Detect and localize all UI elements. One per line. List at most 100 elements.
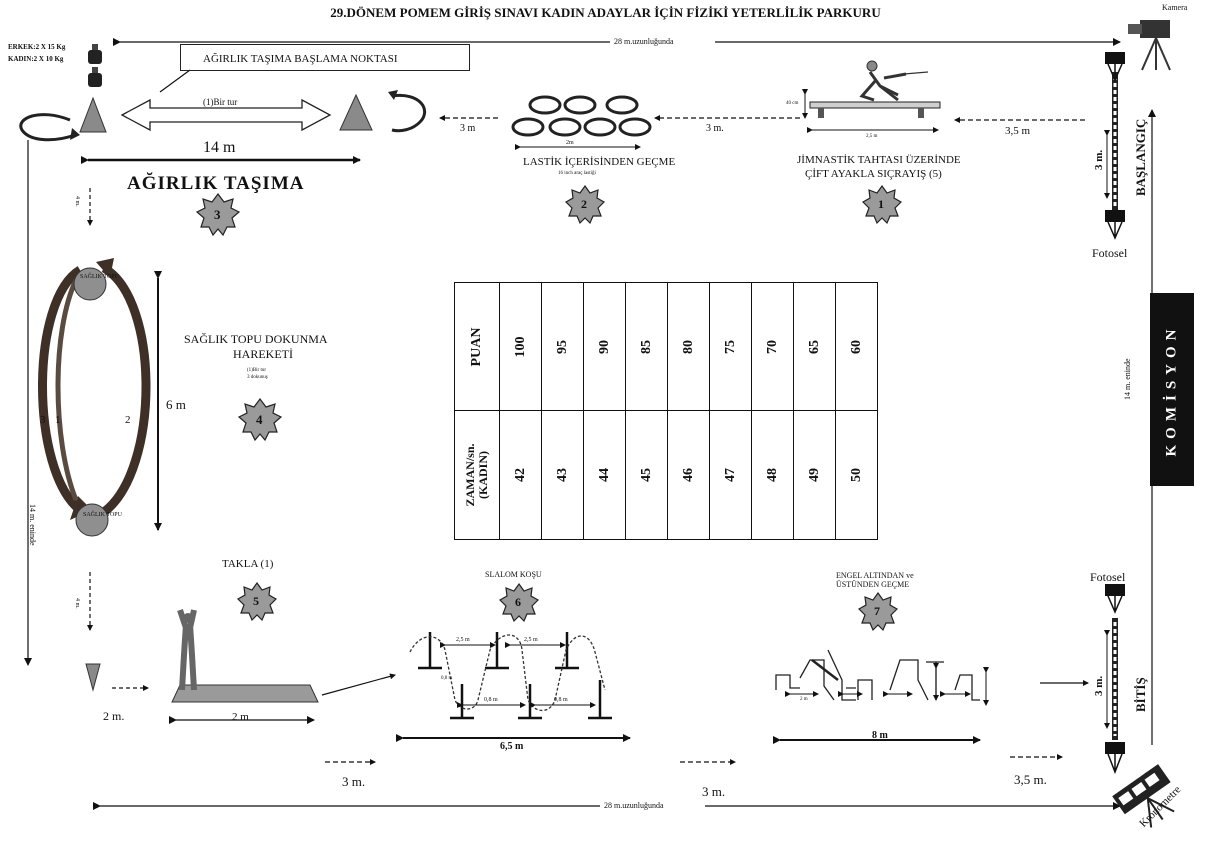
weights-icon <box>88 44 102 87</box>
ball-distance-label: 6 m <box>166 397 186 412</box>
tires-icon <box>511 95 652 137</box>
slalom-path <box>409 634 606 712</box>
station-4-label-line2: HAREKETİ <box>233 347 293 361</box>
start-zone-label: 3 m. <box>1093 149 1105 170</box>
station-badges <box>195 184 902 632</box>
camera-label: Kamera <box>1162 3 1188 12</box>
gap-4m-label: 4 m. <box>74 196 80 207</box>
times-header-cell: ZAMAN/sn. (KADIN) <box>454 410 500 540</box>
gap-2m-label: 2 m. <box>103 709 125 723</box>
time-value: 49 <box>806 468 822 482</box>
start-label: BAŞLANGIÇ <box>1133 118 1148 196</box>
points-value: 90 <box>596 339 612 354</box>
points-cell: 90 <box>583 282 626 411</box>
score-row-points: PUAN 100 95 90 85 80 75 70 65 60 <box>454 282 878 411</box>
mat-label: 2 m <box>232 711 249 723</box>
slalom-width-label: 6,5 m <box>500 741 524 752</box>
points-header: PUAN <box>469 327 484 366</box>
ball-bottom-label: SAĞLIK TOPU <box>83 512 122 518</box>
time-cell: 44 <box>583 410 626 540</box>
points-value: 100 <box>512 336 528 357</box>
time-value: 42 <box>512 468 528 482</box>
station-4-sub1: (1)Bir tur <box>247 368 267 373</box>
station-badge-7 <box>858 591 898 632</box>
station-2-label: LASTİK İÇERİSİNDEN GEÇME <box>523 156 676 168</box>
points-cell: 80 <box>667 282 710 411</box>
bottom-3m-b: 3 m. <box>702 784 726 799</box>
points-value: 95 <box>554 339 570 354</box>
camera-icon <box>1128 20 1171 71</box>
hurdle-gap-label: 2 m <box>800 697 808 702</box>
start-point-box: AĞIRLIK TAŞIMA BAŞLAMA NOKTASI <box>180 44 470 71</box>
times-header-line2: (KADIN) <box>476 451 490 500</box>
chronometer-icon <box>1112 764 1175 828</box>
slalom-25b-label: 2,5 m <box>524 637 538 643</box>
station-2-number: 2 <box>581 197 587 211</box>
station-badge-4 <box>237 398 283 442</box>
ball-top-label: SAĞLIK TOPU <box>80 274 119 280</box>
station-7-number: 7 <box>874 604 880 618</box>
one-lap-label: (1)Bir tur <box>203 97 238 107</box>
time-value: 47 <box>722 468 738 482</box>
station-2-sub: 16 inch araç lastiği <box>558 171 596 176</box>
ball-circuit <box>38 258 151 537</box>
fotosel-top-label: Fotosel <box>1092 246 1128 260</box>
points-cell: 85 <box>625 282 668 411</box>
points-value: 85 <box>638 339 654 354</box>
mat-icon <box>171 609 319 703</box>
bottom-length-label: 28 m.uzunluğunda <box>604 801 664 810</box>
hurdles-width-label: 8 m <box>872 730 888 741</box>
finish-zone <box>1104 618 1118 740</box>
station-badge-1 <box>862 184 902 225</box>
start-zone <box>1104 72 1118 210</box>
board-length-label: 2,5 m <box>866 134 878 139</box>
points-cell: 95 <box>541 282 584 411</box>
slalom-seg-label-b: 0,8 m <box>554 697 568 703</box>
time-cell: 50 <box>835 410 878 540</box>
station-3-number: 3 <box>214 207 221 222</box>
finish-zone-label: 3 m. <box>1093 675 1105 696</box>
station-7-label-line2: ÜSTÜNDEN GEÇME <box>836 580 910 589</box>
points-value: 60 <box>848 339 864 354</box>
health-ball-top <box>73 267 107 301</box>
station-badge-3 <box>195 193 241 237</box>
turn-arrow-right <box>391 93 427 133</box>
points-value: 70 <box>764 339 780 354</box>
station-badge-6 <box>499 582 539 623</box>
points-header-cell: PUAN <box>454 282 500 411</box>
points-cell: 65 <box>793 282 836 411</box>
right-side-label: 14 m. eninde <box>1123 358 1132 400</box>
time-value: 44 <box>596 468 612 482</box>
cone-right <box>339 93 373 131</box>
commission-panel: KOMİSYON <box>1150 293 1194 486</box>
points-cell: 75 <box>709 282 752 411</box>
slalom-seg-label: 0,8 m <box>484 697 498 703</box>
station-badge-2 <box>565 184 605 225</box>
time-cell: 45 <box>625 410 668 540</box>
cone-left <box>79 96 107 133</box>
station-5-number: 5 <box>253 594 259 608</box>
ball-path-1: 1 <box>55 414 61 426</box>
weights-erkek-note: ERKEK:2 X 15 Kg <box>8 43 66 51</box>
station-6-number: 6 <box>515 595 521 609</box>
photocell-icons <box>1105 52 1125 775</box>
tires-width-label: 2m <box>566 140 574 146</box>
time-cell: 42 <box>499 410 542 540</box>
station-4-sub2: 3 dokunuş <box>247 375 268 380</box>
turn-arrow-left <box>19 113 76 142</box>
time-value: 50 <box>848 468 864 482</box>
station-6-label: SLALOM KOŞU <box>485 570 542 579</box>
station-4-label-line1: SAĞLIK TOPU DOKUNMA <box>184 332 328 346</box>
points-cell: 100 <box>499 282 542 411</box>
time-value: 43 <box>554 468 570 482</box>
cone-bottom <box>85 663 101 692</box>
one-lap-arrow <box>120 98 332 132</box>
station-1-number: 1 <box>878 197 884 211</box>
left-side-label: 14 m. eninde <box>28 504 37 546</box>
weight-distance-label: 14 m <box>203 139 236 156</box>
time-cell: 47 <box>709 410 752 540</box>
bottom-35m: 3,5 m. <box>1014 772 1047 787</box>
time-value: 46 <box>680 468 696 482</box>
